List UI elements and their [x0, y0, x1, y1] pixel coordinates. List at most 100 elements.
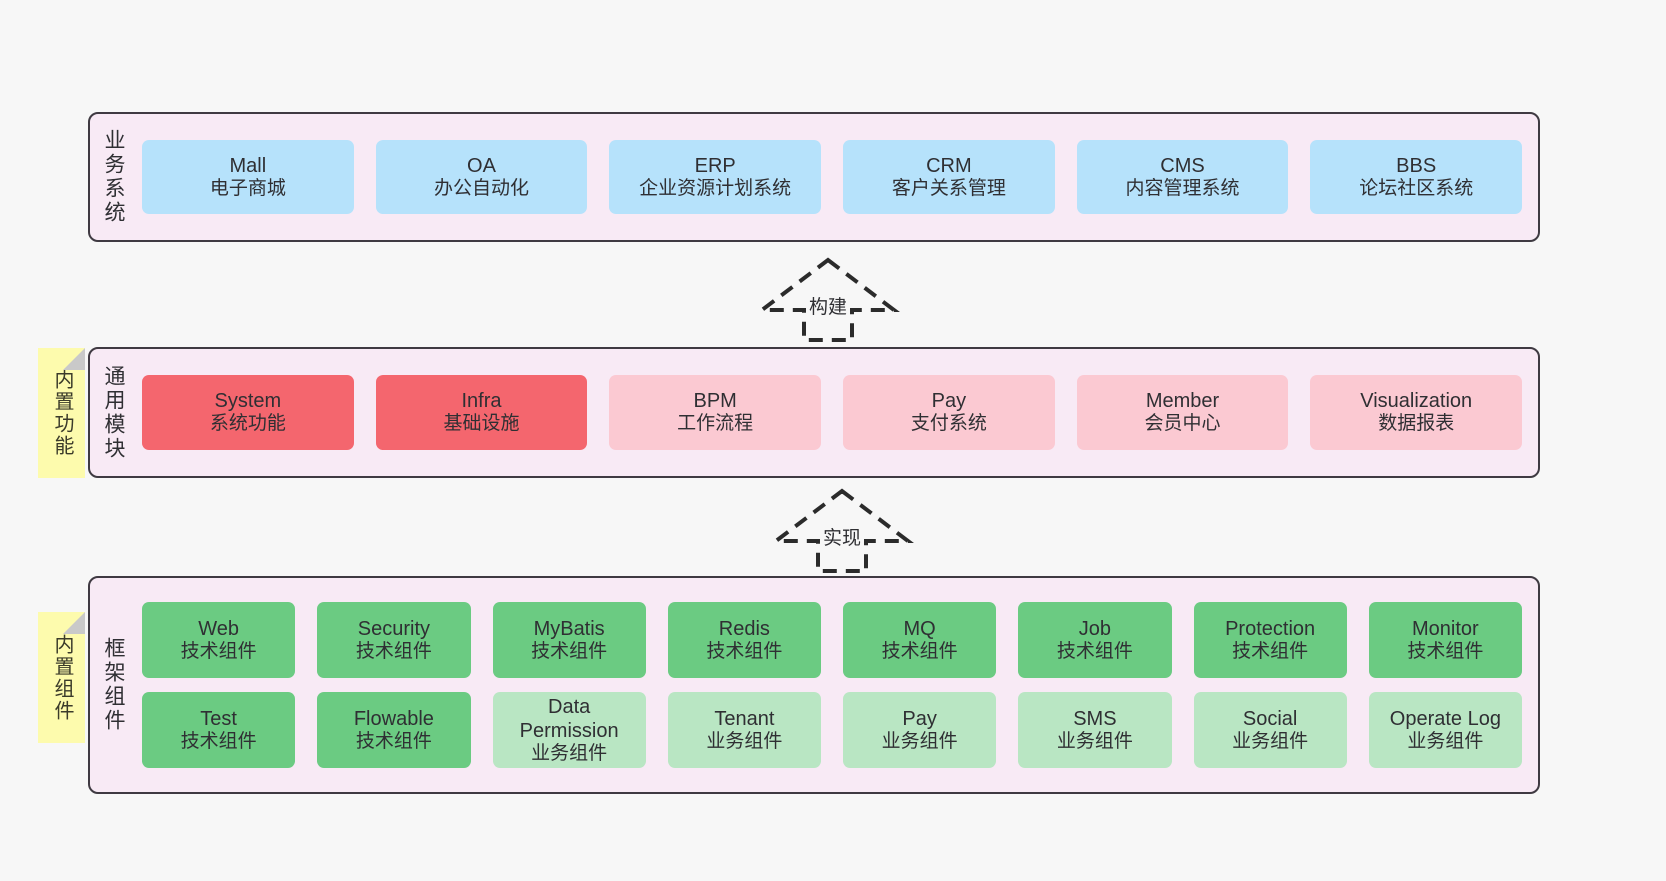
note-text: 内置组件 — [51, 633, 73, 722]
node-subtitle: 技术组件 — [355, 640, 432, 662]
node-title: Pay — [931, 390, 967, 413]
node-mq[interactable]: MQ 技术组件 — [843, 602, 997, 678]
node-title: MQ — [903, 617, 936, 640]
node-visualization[interactable]: Visualization 数据报表 — [1310, 375, 1523, 450]
node-title: SMS — [1073, 707, 1117, 730]
node-subtitle: 技术组件 — [180, 730, 257, 752]
connector-realize: 实现 — [770, 487, 914, 573]
node-title: Social — [1242, 707, 1298, 730]
node-subtitle: 技术组件 — [1407, 640, 1484, 662]
node-subtitle: 技术组件 — [1056, 640, 1133, 662]
node-title: Tenant — [714, 707, 775, 730]
node-operate-log[interactable]: Operate Log 业务组件 — [1368, 692, 1522, 768]
note-builtin-components: 内置组件 — [38, 612, 85, 743]
node-subtitle: 内容管理系统 — [1125, 177, 1240, 199]
node-pay[interactable]: Pay 支付系统 — [843, 375, 1055, 450]
node-subtitle: 技术组件 — [881, 640, 958, 662]
node-infra[interactable]: Infra 基础设施 — [375, 375, 588, 450]
node-title: MyBatis — [533, 617, 605, 640]
layer-row: Mall 电子商城 OA 办公自动化 ERP 企业资源计划系统 CRM 客户关系… — [142, 140, 1523, 214]
node-security[interactable]: Security 技术组件 — [317, 602, 471, 678]
node-sms[interactable]: SMS 业务组件 — [1018, 692, 1172, 768]
node-subtitle: 技术组件 — [531, 640, 608, 662]
node-title: Protection — [1225, 617, 1316, 640]
layer-title-business-systems: 业务系统 — [102, 129, 126, 225]
node-subtitle: 技术组件 — [706, 640, 783, 662]
node-subtitle: 基础设施 — [443, 413, 520, 435]
node-title: Pay — [902, 707, 937, 730]
node-bpm[interactable]: BPM 工作流程 — [609, 375, 822, 450]
node-title: ERP — [694, 154, 736, 177]
node-subtitle: 客户关系管理 — [891, 177, 1006, 199]
connector-label: 实现 — [819, 523, 865, 550]
node-oa[interactable]: OA 办公自动化 — [375, 140, 588, 214]
node-job[interactable]: Job 技术组件 — [1018, 602, 1172, 678]
connector-build: 构建 — [756, 256, 900, 342]
note-builtin-functions: 内置功能 — [38, 348, 85, 478]
layer-body-business-systems: Mall 电子商城 OA 办公自动化 ERP 企业资源计划系统 CRM 客户关系… — [136, 114, 1538, 240]
node-title: Visualization — [1360, 390, 1473, 413]
node-subtitle: 业务组件 — [706, 730, 783, 752]
node-cms[interactable]: CMS 内容管理系统 — [1076, 140, 1289, 214]
layer-row: Test 技术组件 Flowable 技术组件 Data Permission … — [142, 692, 1522, 768]
node-subtitle: 数据报表 — [1378, 413, 1455, 435]
node-test[interactable]: Test 技术组件 — [142, 692, 296, 768]
node-subtitle: 技术组件 — [1232, 640, 1309, 662]
node-title: Monitor — [1412, 617, 1479, 640]
node-subtitle: 技术组件 — [180, 640, 257, 662]
layer-body-framework-components: Web 技术组件 Security 技术组件 MyBatis 技术组件 Redi… — [136, 578, 1538, 792]
connector-label: 构建 — [805, 292, 851, 319]
node-subtitle: 论坛社区系统 — [1359, 177, 1474, 199]
node-title: Job — [1078, 617, 1111, 640]
node-tenant[interactable]: Tenant 业务组件 — [667, 692, 821, 768]
note-text: 内置功能 — [51, 369, 73, 457]
node-crm[interactable]: CRM 客户关系管理 — [843, 140, 1055, 214]
layer-business-systems: 业务系统 Mall 电子商城 OA 办公自动化 ERP 企业资源计划系统 CRM… — [88, 112, 1540, 242]
node-title: Data Permission — [519, 695, 619, 742]
node-title: Member — [1145, 390, 1220, 413]
node-subtitle: 系统功能 — [209, 413, 286, 435]
node-erp[interactable]: ERP 企业资源计划系统 — [609, 140, 822, 214]
node-title: Test — [200, 707, 237, 730]
node-title: Operate Log — [1389, 707, 1501, 730]
node-pay-component[interactable]: Pay 业务组件 — [843, 692, 997, 768]
node-subtitle: 支付系统 — [910, 413, 987, 435]
layer-title-framework-components: 框架组件 — [102, 637, 126, 733]
node-title: Flowable — [353, 707, 434, 730]
layer-row: System 系统功能 Infra 基础设施 BPM 工作流程 Pay 支付系统… — [142, 375, 1523, 450]
node-web[interactable]: Web 技术组件 — [142, 602, 296, 678]
node-subtitle: 业务组件 — [531, 742, 608, 764]
layer-body-common-modules: System 系统功能 Infra 基础设施 BPM 工作流程 Pay 支付系统… — [136, 349, 1538, 476]
node-data-permission[interactable]: Data Permission 业务组件 — [492, 692, 646, 768]
node-title: BBS — [1396, 154, 1437, 177]
node-member[interactable]: Member 会员中心 — [1076, 375, 1289, 450]
node-subtitle: 办公自动化 — [434, 177, 530, 199]
node-title: Infra — [461, 390, 502, 413]
node-title: OA — [467, 154, 496, 177]
node-title: CMS — [1160, 154, 1205, 177]
node-subtitle: 业务组件 — [1232, 730, 1309, 752]
node-social[interactable]: Social 业务组件 — [1193, 692, 1347, 768]
layer-framework-components: 框架组件 Web 技术组件 Security 技术组件 MyBatis 技术组件… — [88, 576, 1540, 794]
node-redis[interactable]: Redis 技术组件 — [667, 602, 821, 678]
node-mybatis[interactable]: MyBatis 技术组件 — [492, 602, 646, 678]
node-subtitle: 业务组件 — [1407, 730, 1484, 752]
node-title: System — [214, 390, 282, 413]
node-mall[interactable]: Mall 电子商城 — [142, 140, 354, 214]
node-title: Redis — [718, 617, 770, 640]
node-title: CRM — [926, 154, 972, 177]
layer-common-modules: 通用模块 System 系统功能 Infra 基础设施 BPM 工作流程 Pay… — [88, 347, 1540, 478]
node-bbs[interactable]: BBS 论坛社区系统 — [1310, 140, 1523, 214]
node-monitor[interactable]: Monitor 技术组件 — [1368, 602, 1522, 678]
node-title: Security — [357, 617, 430, 640]
node-system[interactable]: System 系统功能 — [142, 375, 354, 450]
node-subtitle: 业务组件 — [1056, 730, 1133, 752]
node-subtitle: 技术组件 — [355, 730, 432, 752]
layer-title-common-modules: 通用模块 — [102, 364, 126, 461]
node-protection[interactable]: Protection 技术组件 — [1193, 602, 1347, 678]
node-title: Web — [198, 617, 239, 640]
node-flowable[interactable]: Flowable 技术组件 — [317, 692, 471, 768]
node-subtitle: 电子商城 — [209, 177, 286, 199]
node-subtitle: 工作流程 — [677, 413, 754, 435]
